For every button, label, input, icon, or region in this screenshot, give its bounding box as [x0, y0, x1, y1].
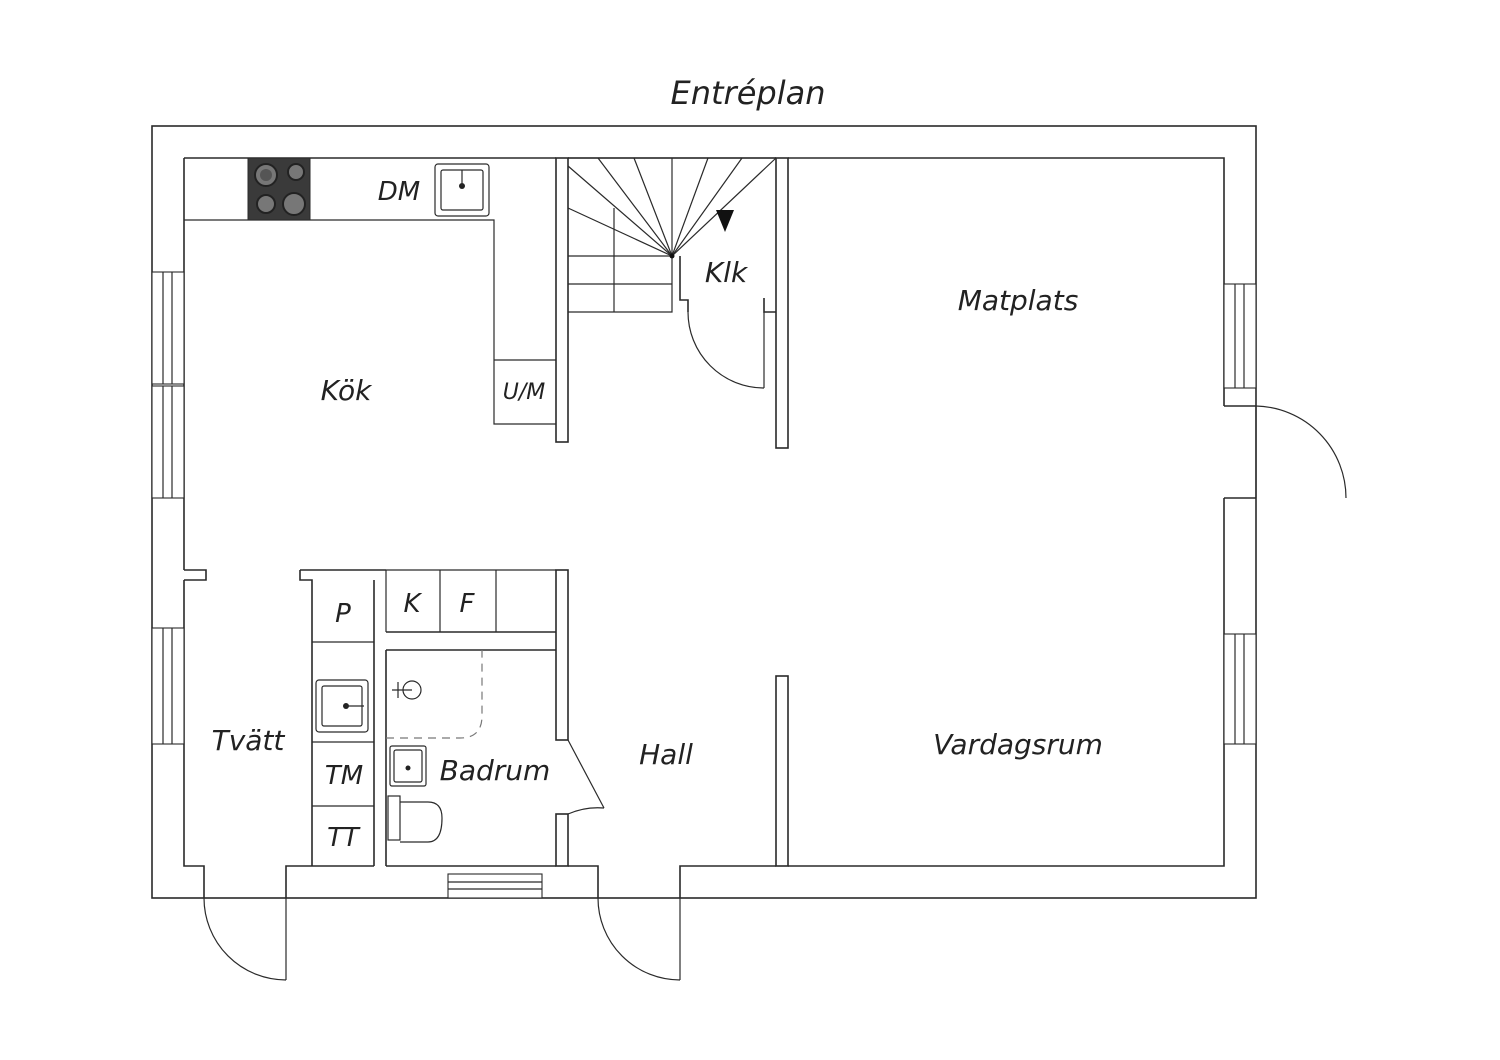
closets [385, 569, 556, 632]
label-dm: DM [378, 177, 420, 207]
stove-icon [247, 157, 311, 221]
room-label-tvatt: Tvätt [212, 724, 286, 757]
laundry-fixtures [312, 641, 374, 807]
kitchen-counters [184, 219, 556, 425]
staircase [567, 157, 777, 313]
room-label-matplats: Matplats [958, 284, 1079, 317]
room-label-kok: Kök [321, 374, 373, 407]
label-k: K [403, 589, 422, 619]
room-label-klk: Klk [705, 256, 749, 289]
sink-icon [434, 163, 490, 217]
toilet-icon [387, 795, 443, 843]
bathroom-fixtures [386, 650, 483, 843]
label-tm: TM [325, 761, 363, 791]
label-um: U/M [503, 380, 546, 405]
label-f: F [460, 589, 476, 619]
interior-walls [299, 157, 789, 867]
room-label-vardagsrum: Vardagsrum [933, 728, 1103, 761]
shower-icon [392, 680, 422, 700]
windows [151, 271, 1257, 899]
room-labels: Kök Klk Matplats Tvätt Badrum Hall Varda… [212, 256, 1103, 787]
label-tt: TT [327, 823, 361, 853]
fixture-labels: DM U/M P K F TM TT [325, 177, 545, 853]
plan-title: Entréplan [671, 74, 826, 112]
room-label-badrum: Badrum [440, 754, 551, 787]
doors [203, 311, 1347, 981]
outer-walls [151, 125, 1257, 899]
label-p: P [335, 599, 351, 629]
stair-arrow-icon [716, 210, 734, 232]
room-label-hall: Hall [639, 738, 693, 771]
